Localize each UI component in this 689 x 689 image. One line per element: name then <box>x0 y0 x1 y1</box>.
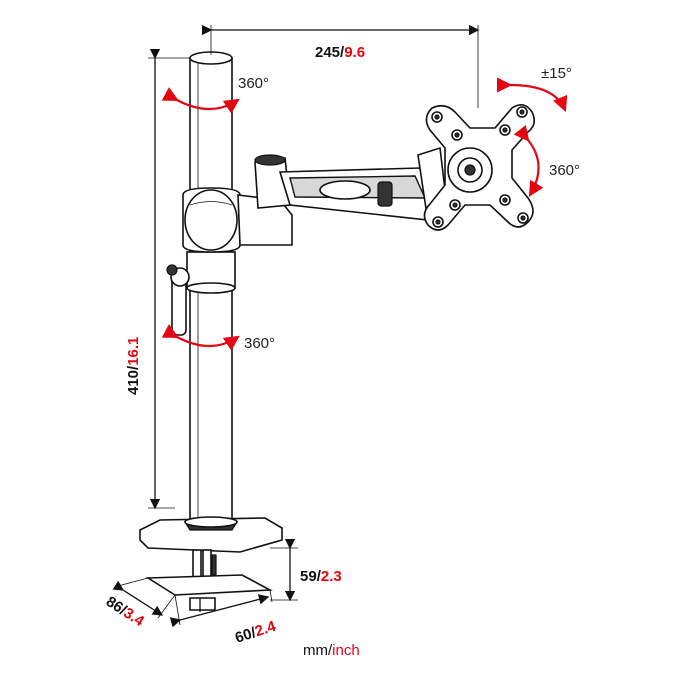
clamp-width-label: 60/2.4 <box>233 618 279 647</box>
pole-collar <box>186 251 236 294</box>
units-legend: mm/inch <box>303 642 360 659</box>
height-lock-handle <box>166 264 190 336</box>
monitor-arm <box>182 146 449 253</box>
clamp-depth-label: 86/3.4 <box>103 593 148 630</box>
width-dimension <box>201 24 480 108</box>
pole-top-rotation-arrow <box>161 87 240 114</box>
pole-lower-rotation-arrow <box>161 324 240 351</box>
height-label: 410/16.1 <box>125 337 142 395</box>
desk-base <box>139 516 283 553</box>
plate-rotation-arrow <box>513 124 544 197</box>
height-dimension <box>148 48 190 510</box>
pole-lower-rotation-label: 360° <box>244 335 275 352</box>
clamp-height-dimension <box>270 538 298 602</box>
plate-tilt-label: ±15° <box>541 65 572 82</box>
plate-rotation-label: 360° <box>549 162 580 179</box>
desk-clamp <box>145 549 273 612</box>
plate-tilt-arrow <box>496 77 568 113</box>
clamp-width-dimension <box>169 589 273 628</box>
clamp-height-label: 59/2.3 <box>300 568 342 585</box>
pole-top-rotation-label: 360° <box>238 75 269 92</box>
width-label: 245/9.6 <box>315 44 365 61</box>
vesa-plate <box>423 104 536 231</box>
